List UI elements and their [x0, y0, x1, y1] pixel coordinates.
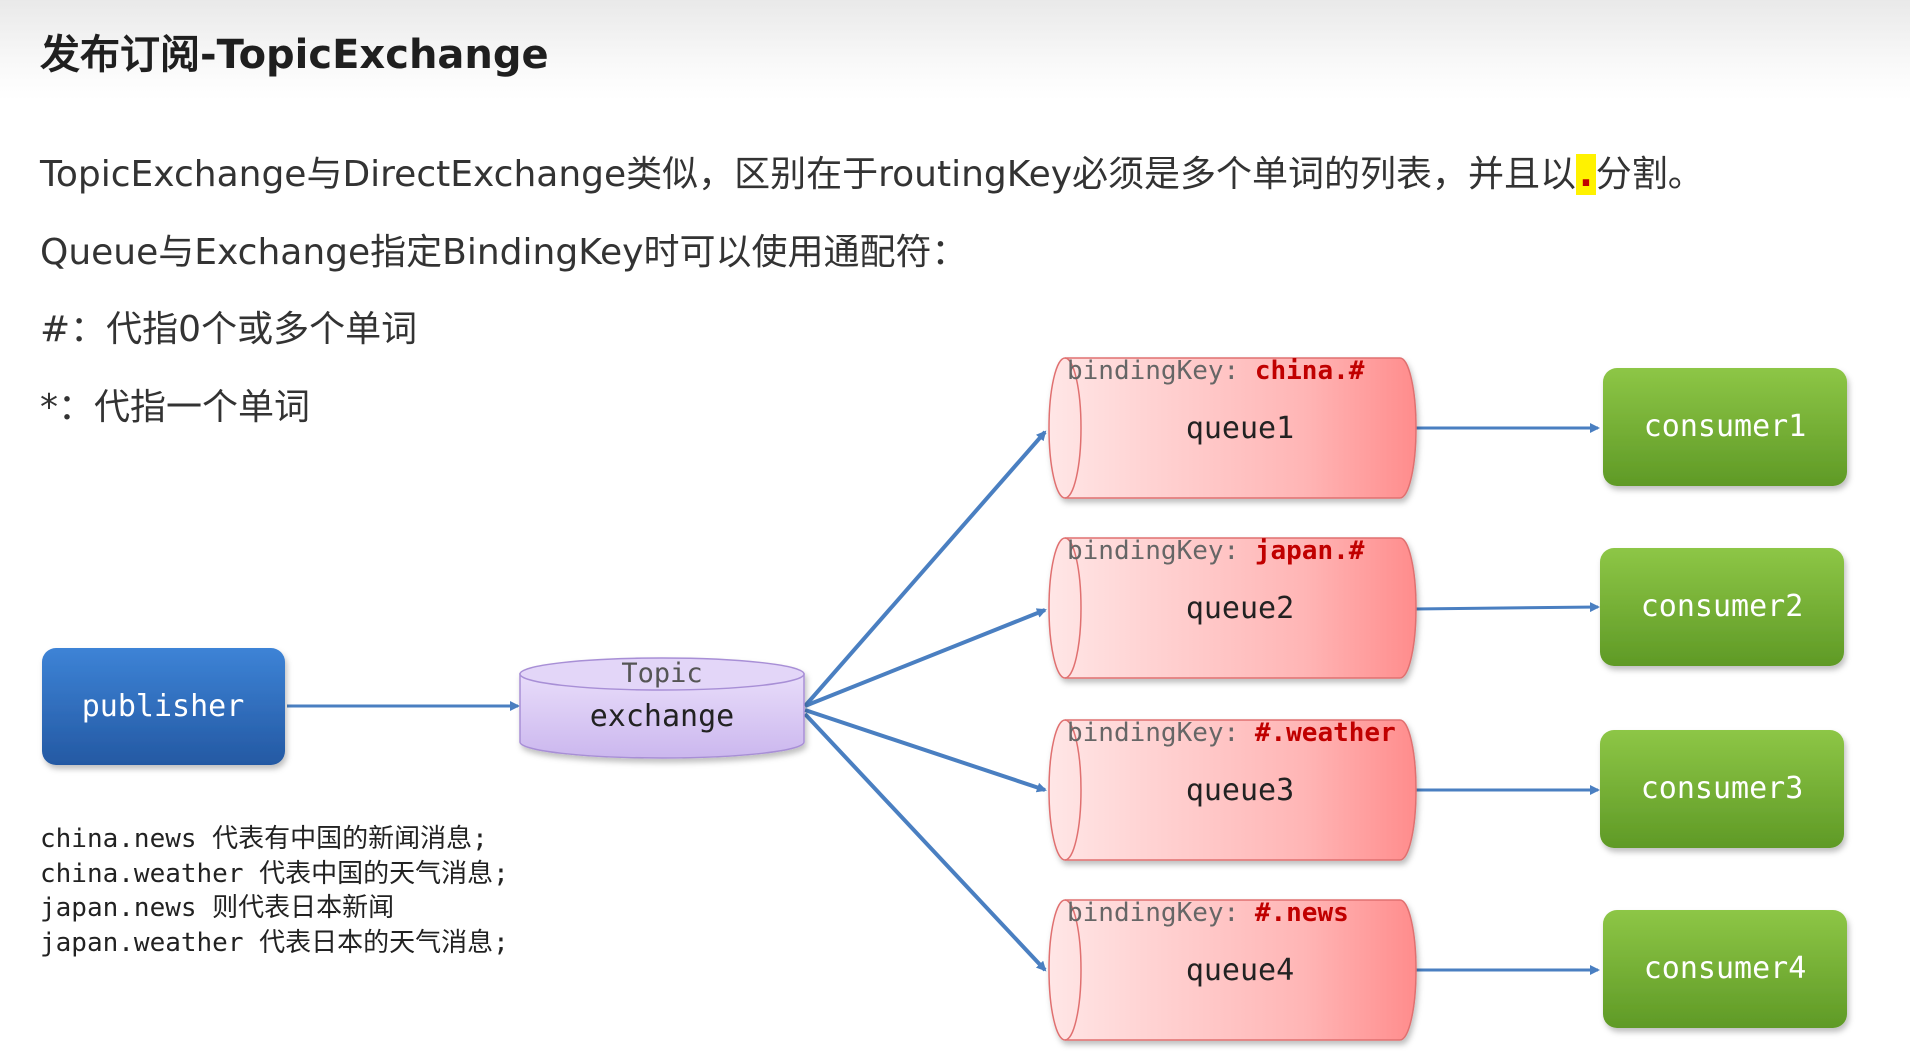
- binding-key-value: #.news: [1255, 898, 1349, 928]
- binding-key-value: #.weather: [1255, 718, 1396, 748]
- binding-key-prefix: bindingKey:: [1067, 898, 1255, 928]
- binding-key-label: bindingKey: #.weather: [1067, 718, 1396, 748]
- consumer-node-4: [1603, 910, 1847, 1028]
- arrow-exchange-queue3: [804, 708, 1047, 793]
- consumer-label: consumer1: [1644, 409, 1807, 444]
- exchange-type-label: Topic: [621, 658, 702, 689]
- wildcard-star-line: *：代指一个单词: [40, 387, 311, 428]
- binding-key-label: bindingKey: #.news: [1067, 898, 1349, 928]
- queue-node-2: [1048, 537, 1417, 679]
- arrow-exchange-queue4: [803, 712, 1047, 972]
- binding-key-label: bindingKey: china.#: [1067, 356, 1365, 386]
- intro-line-2: Queue与Exchange指定BindingKey时可以使用通配符：: [40, 232, 968, 273]
- queue-label: queue2: [1186, 591, 1294, 626]
- consumer-label: consumer4: [1644, 951, 1807, 986]
- title-bar: [0, 0, 1910, 100]
- queue-node-1: [1048, 357, 1417, 499]
- arrow-exchange-queue1: [803, 430, 1047, 708]
- queues-layer: bindingKey: china.# queue1 consumer1 bindin…: [1048, 356, 1847, 1041]
- intro-line-1-text: TopicExchange与DirectExchange类似，区别在于routi…: [40, 154, 1577, 195]
- intro-line-1: TopicExchange与DirectExchange类似，区别在于routi…: [40, 145, 1704, 197]
- queue-label: queue3: [1186, 773, 1294, 808]
- binding-key-label: bindingKey: japan.#: [1067, 536, 1365, 566]
- binding-key-value: china.#: [1255, 356, 1365, 386]
- binding-key-value: japan.#: [1255, 536, 1365, 566]
- example-line: china.news 代表有中国的新闻消息;: [40, 824, 488, 854]
- binding-key-prefix: bindingKey:: [1067, 536, 1255, 566]
- consumer-node-2: [1600, 548, 1844, 666]
- consumer-label: consumer3: [1641, 771, 1804, 806]
- consumer-label: consumer2: [1641, 589, 1804, 624]
- queue-label: queue1: [1186, 411, 1294, 446]
- page-title: 发布订阅-TopicExchange: [40, 32, 549, 78]
- binding-key-prefix: bindingKey:: [1067, 356, 1255, 386]
- example-line: japan.news 则代表日本新闻: [40, 893, 395, 923]
- example-line: japan.weather 代表日本的天气消息;: [40, 927, 509, 958]
- dot-highlight: .: [1576, 154, 1596, 195]
- publisher-node: [42, 648, 285, 765]
- exchange-label: exchange: [590, 699, 735, 734]
- exchange-node: [519, 657, 805, 759]
- queue-label: queue4: [1186, 953, 1294, 988]
- arrow-queue2-consumer2: [1413, 602, 1600, 613]
- consumer-node-3: [1600, 730, 1844, 848]
- wildcard-hash-line: #：代指0个或多个单词: [40, 309, 418, 350]
- queue-node-4: [1048, 899, 1417, 1041]
- publisher-label: publisher: [82, 689, 245, 724]
- routing-key-examples: china.news 代表有中国的新闻消息; china.weather 代表中国…: [40, 822, 509, 960]
- binding-key-prefix: bindingKey:: [1067, 718, 1255, 748]
- example-line: china.weather 代表中国的天气消息;: [40, 858, 509, 889]
- consumer-node-1: [1603, 368, 1847, 486]
- arrow-exchange-queue2: [804, 608, 1047, 708]
- queue-node-3: [1048, 719, 1417, 861]
- intro-line-1-end: 分割。: [1595, 154, 1704, 195]
